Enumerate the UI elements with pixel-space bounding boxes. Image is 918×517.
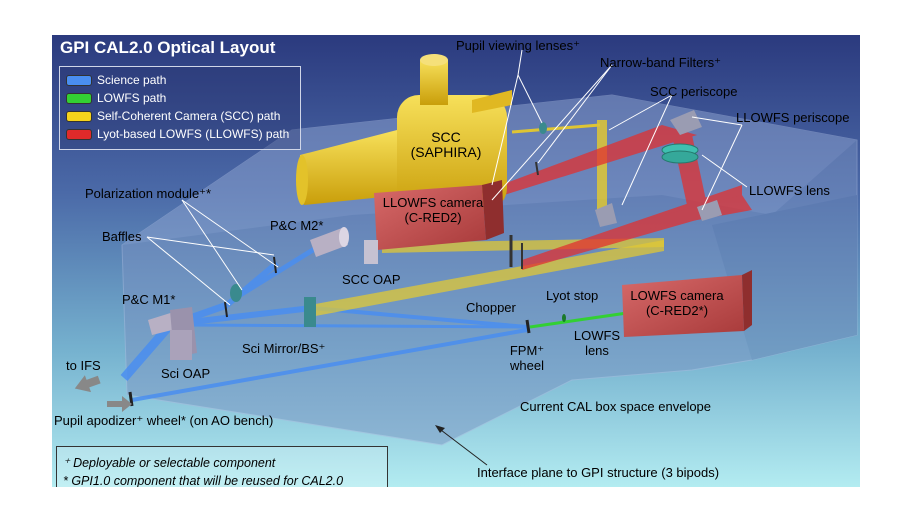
sci-mirror-bs [304, 297, 316, 327]
footnotes-box: ⁺ Deployable or selectable component * G… [56, 446, 388, 487]
label-sci-oap: Sci OAP [161, 366, 211, 381]
label-scc-periscope: SCC periscope [650, 84, 738, 99]
label-pc-m2: P&C M2* [270, 218, 324, 233]
legend-label-science: Science path [97, 73, 167, 87]
narrowband-filter [535, 161, 539, 176]
label-to-ifs: to IFS [66, 358, 101, 373]
llowfs-periscope-mirror [697, 200, 722, 221]
legend-label-llowfs: Lyot-based LOWFS (LLOWFS) path [97, 127, 290, 141]
llowfs-camera [374, 180, 504, 250]
label-lowfs-camera-line2: (C-RED2*) [645, 303, 709, 318]
legend-item-llowfs: Lyot-based LOWFS (LLOWFS) path [66, 127, 289, 141]
label-llowfs-camera-line2: (C-RED2) [404, 210, 462, 225]
polarization-module [230, 284, 242, 302]
label-lowfs-camera: LOWFS camera (C-RED2*) [617, 288, 737, 318]
legend-item-lowfs: LOWFS path [66, 91, 166, 105]
label-baffles: Baffles [102, 229, 142, 244]
lowfs-camera [622, 270, 752, 337]
label-chopper: Chopper [466, 300, 516, 315]
label-pupil-viewing-lenses: Pupil viewing lenses⁺ [456, 38, 580, 53]
legend-swatch-scc [66, 110, 92, 122]
label-pupil-apodizer: Pupil apodizer⁺ wheel* (on AO bench) [54, 413, 274, 428]
apodizer-arrow [107, 396, 132, 412]
label-polarization-module: Polarization module⁺* [85, 186, 212, 201]
leader-lines [146, 49, 748, 306]
baffle-2 [224, 301, 228, 318]
label-fpm-wheel-line2: wheel [510, 358, 544, 373]
label-lowfs-lens: LOWFS lens [572, 328, 622, 358]
legend-swatch-lowfs [66, 92, 92, 104]
legend-item-science: Science path [66, 73, 166, 87]
footnote-deployable: ⁺ Deployable or selectable component [63, 456, 276, 470]
diagram-graphics [52, 35, 860, 487]
footnote-reused: * GPI1.0 component that will be reused f… [63, 474, 344, 487]
fpm-wheel [525, 319, 531, 334]
label-lowfs-lens-line2: lens [585, 343, 609, 358]
label-scc-camera-line1: SCC [431, 129, 461, 145]
pupil-apodizer [128, 391, 134, 407]
label-sci-mirror-bs: Sci Mirror/BS⁺ [242, 341, 326, 356]
legend-label-lowfs: LOWFS path [97, 91, 167, 105]
label-pc-m1: P&C M1* [122, 292, 176, 307]
label-interface-plane: Interface plane to GPI structure (3 bipo… [477, 465, 720, 480]
legend-swatch-llowfs [66, 128, 92, 140]
pc-m2-mirror [310, 227, 349, 257]
label-narrowband-filters: Narrow-band Filters⁺ [600, 55, 722, 70]
label-fpm-wheel-line1: FPM⁺ [509, 343, 545, 358]
label-llowfs-camera: LLOWFS camera (C-RED2) [378, 195, 488, 225]
diagram-title: GPI CAL2.0 Optical Layout [60, 38, 276, 57]
lowfs-lens [562, 314, 566, 322]
label-llowfs-periscope: LLOWFS periscope [736, 110, 850, 125]
legend-swatch-science [66, 74, 92, 86]
interface-arrow [436, 426, 488, 466]
legend-item-scc: Self-Coherent Camera (SCC) path [66, 109, 280, 123]
label-lyot-stop: Lyot stop [546, 288, 599, 303]
to-ifs-arrow [74, 375, 101, 393]
scc-camera [296, 54, 512, 210]
label-scc-oap: SCC OAP [342, 272, 401, 287]
optical-layout-diagram: GPI CAL2.0 Optical Layout Science path L… [52, 35, 860, 487]
llowfs-periscope [661, 110, 702, 164]
label-scc-camera: SCC (SAPHIRA) [406, 130, 486, 160]
label-scc-camera-line2: (SAPHIRA) [410, 144, 482, 160]
pupil-viewing-lens [539, 122, 547, 134]
legend: Science path LOWFS path Self-Coherent Ca… [59, 66, 301, 150]
scc-oap-mirror [364, 240, 378, 264]
label-cal-box-envelope: Current CAL box space envelope [520, 399, 712, 414]
lowfs-path [529, 311, 628, 329]
scc-periscope-mirror [595, 203, 617, 227]
label-llowfs-camera-line1: LLOWFS camera [382, 195, 484, 210]
label-llowfs-lens: LLOWFS lens [749, 183, 830, 198]
label-fpm-wheel: FPM⁺ wheel [502, 343, 552, 373]
label-lowfs-camera-line1: LOWFS camera [630, 288, 724, 303]
label-lowfs-lens-line1: LOWFS [573, 328, 621, 343]
legend-label-scc: Self-Coherent Camera (SCC) path [97, 109, 281, 123]
sci-oap-mirror [170, 330, 192, 360]
